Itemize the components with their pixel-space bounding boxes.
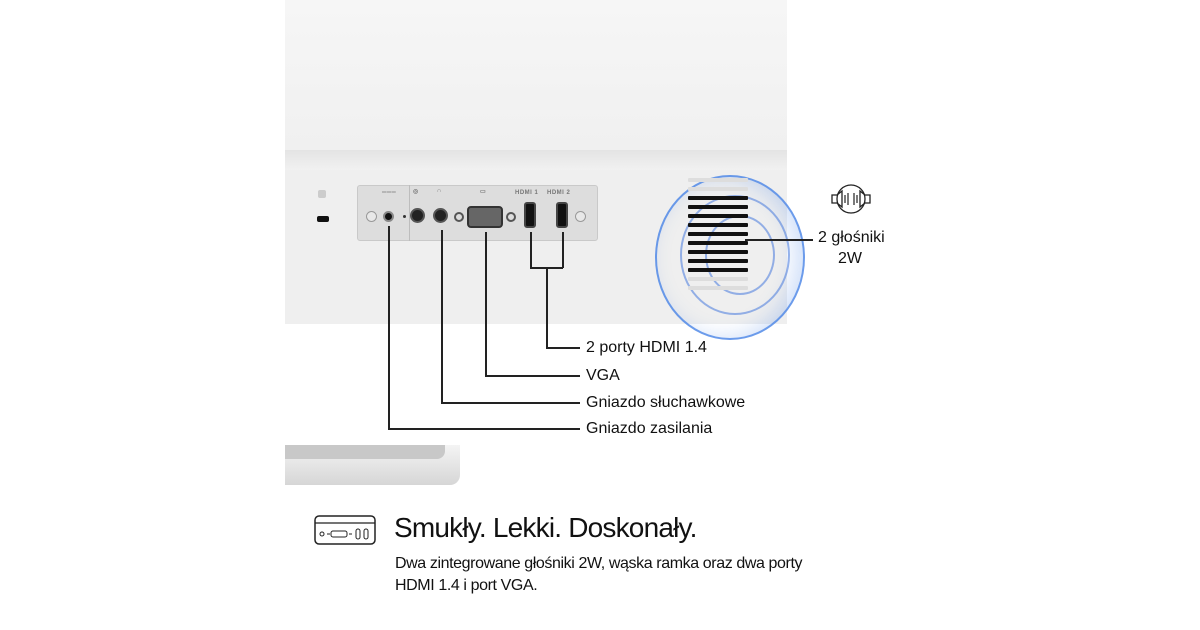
leader-line-hdmi [530,232,532,268]
security-lock-slot [317,216,329,222]
leader-line-hdmi [562,232,564,268]
leader-line-power [388,428,580,430]
leader-line-headphone [441,402,580,404]
leader-line-headphone [441,230,443,403]
speaker-icon [828,182,874,216]
callout-headphone: Gniazdo słuchawkowe [586,394,746,411]
feature-description-line1: Dwa zintegrowane głośniki 2W, wąska ramk… [395,555,803,572]
leader-line-hdmi [546,347,580,349]
leader-line-vga [485,232,487,376]
headphone-jack [433,208,448,223]
hdmi2-label: HDMI 2 [547,190,571,196]
ports-icon [314,515,376,545]
led-dot [403,215,406,218]
leader-line-vga [485,375,580,377]
speaker-grille [688,178,748,308]
hdmi1-label: HDMI 1 [515,190,539,196]
leader-line-speakers [745,239,813,241]
vga-port [454,206,516,228]
hdmi2-port [556,202,568,228]
sound-wave-ring [655,175,805,340]
lock-icon [318,190,326,198]
power-jack [383,211,394,222]
callout-speakers-line1: 2 głośniki [818,229,885,246]
callout-speakers-line2: 2W [838,250,862,267]
audio-in-jack [410,208,425,223]
callout-power: Gniazdo zasilania [586,420,713,437]
dc-power-icon: ═══ [382,190,397,196]
monitor-back-upper [285,0,787,152]
monitor-ledge [285,150,787,172]
monitor-stand-top [285,445,445,459]
leader-line-hdmi [546,267,548,348]
screw-icon [366,211,377,222]
callout-hdmi: 2 porty HDMI 1.4 [586,339,707,356]
feature-heading: Smukły. Lekki. Doskonały. [394,512,697,543]
hdmi1-port [524,202,536,228]
audio-in-icon: ◎ [413,189,419,195]
callout-vga: VGA [586,367,620,384]
leader-line-power [388,226,390,429]
screw-icon [575,211,586,222]
panel-divider [409,185,410,241]
feature-description-line2: HDMI 1.4 i port VGA. [395,577,538,594]
headphone-icon: ∩ [437,188,442,194]
vga-icon: ▭ [480,189,487,195]
